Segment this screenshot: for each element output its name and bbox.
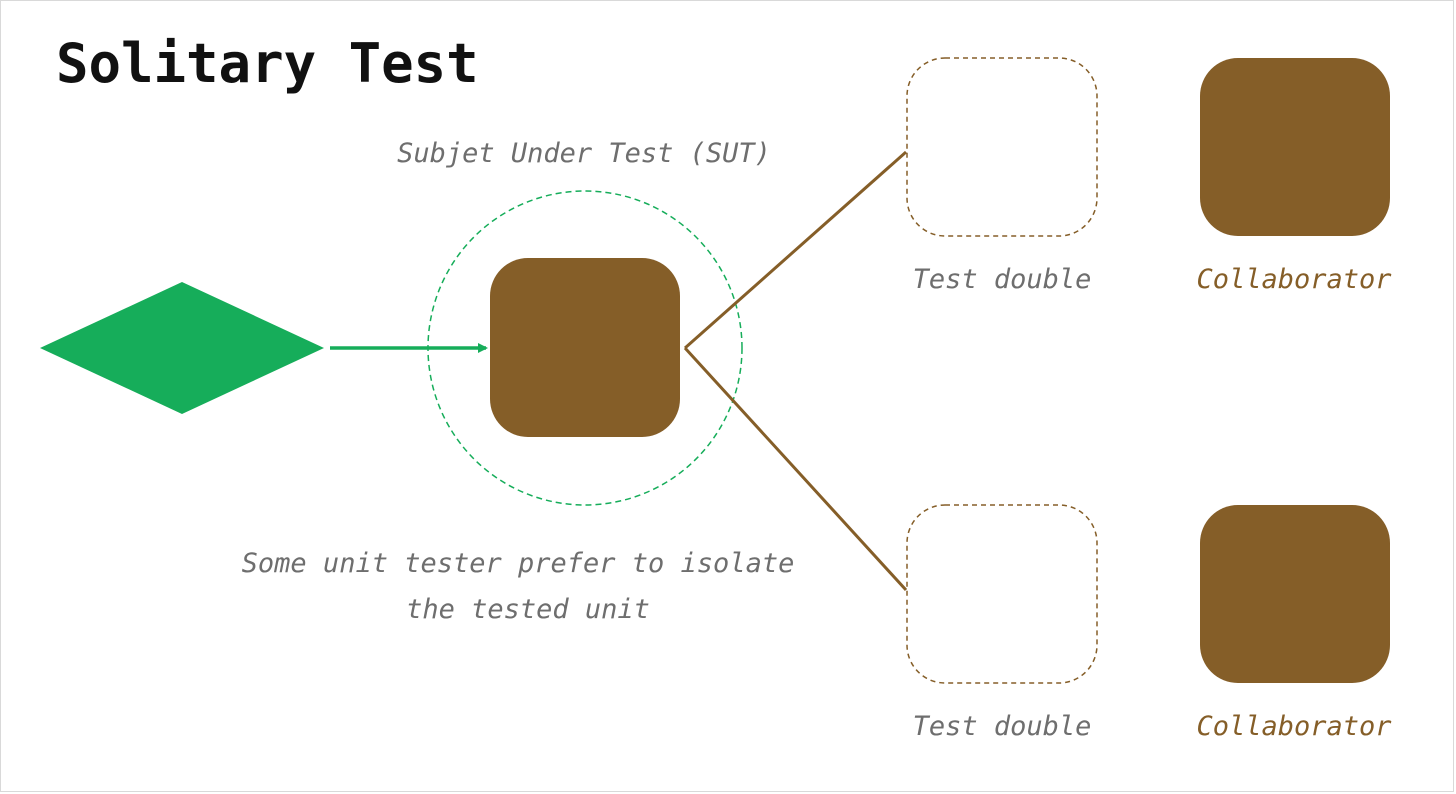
caption-line-2: the tested unit (406, 594, 650, 625)
connector-line-bottom (683, 346, 908, 592)
input-diamond-icon (40, 282, 324, 414)
sut-label: Subjet Under Test (SUT) (397, 138, 771, 169)
caption-line-1: Some unit tester prefer to isolate (242, 548, 795, 579)
isolation-boundary-circle (427, 190, 743, 506)
collaborator-box-bottom-icon (1200, 505, 1390, 683)
collaborator-label-bottom: Collaborator (1196, 711, 1392, 742)
test-double-box-top-icon (906, 57, 1098, 237)
test-double-label-top: Test double (913, 264, 1092, 295)
diagram-title: Solitary Test (56, 32, 479, 95)
sut-box-icon (490, 258, 680, 437)
test-double-label-bottom: Test double (913, 711, 1092, 742)
collaborator-box-top-icon (1200, 58, 1390, 236)
connector-line-top (684, 150, 907, 350)
test-double-box-bottom-icon (906, 504, 1098, 684)
collaborator-label-top: Collaborator (1196, 264, 1392, 295)
